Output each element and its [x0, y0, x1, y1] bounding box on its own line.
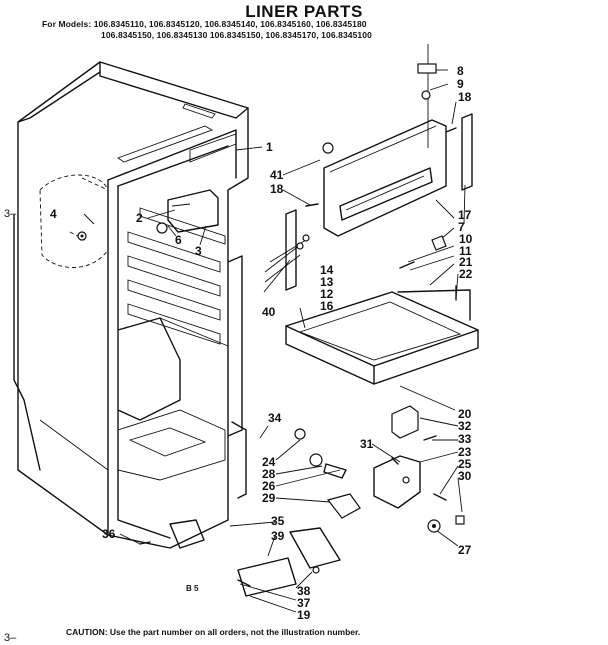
door-liner-panel	[323, 119, 447, 237]
callout-40: 40	[262, 305, 276, 319]
callout-19: 19	[297, 608, 311, 622]
callout-17: 17	[458, 208, 472, 222]
part-13-piece	[296, 242, 304, 250]
callout-37: 37	[297, 596, 311, 610]
callout-26: 26	[262, 479, 276, 493]
callout-21: 21	[459, 255, 473, 269]
callout-35: 35	[271, 514, 285, 528]
left-door-strip	[285, 209, 297, 291]
callout-36: 36	[102, 527, 116, 541]
callout-25: 25	[458, 457, 472, 471]
side-page-marker: 3–	[4, 208, 17, 220]
liner-cabinet	[17, 61, 249, 549]
callout-11: 11	[459, 244, 472, 258]
callout-3: 3	[195, 244, 202, 258]
callout-38: 38	[297, 584, 311, 598]
callout-9: 9	[457, 77, 464, 91]
right-door-strip	[461, 113, 473, 191]
callout-23: 23	[458, 445, 472, 459]
callout-39: 39	[271, 529, 285, 543]
callout-34: 34	[268, 411, 282, 425]
crisper-shelf-frame	[285, 289, 479, 385]
callout-8: 8	[457, 64, 464, 78]
callout-7: 7	[458, 220, 465, 234]
callout-12: 12	[320, 287, 334, 301]
lower-right-parts	[294, 405, 465, 533]
callout-1: 1	[266, 140, 273, 154]
callout-13: 13	[320, 275, 334, 289]
callout-28: 28	[262, 467, 276, 481]
callout-20: 20	[458, 407, 472, 421]
caution-note: CAUTION: Use the part number on all orde…	[66, 627, 361, 637]
callout-24: 24	[262, 455, 276, 469]
diagram-title: LINER PARTS	[245, 2, 363, 21]
callout-16: 16	[320, 299, 334, 313]
callout-10: 10	[459, 232, 473, 246]
callout-29: 29	[262, 491, 276, 505]
callout-30: 30	[458, 469, 472, 483]
callout-2: 2	[136, 211, 143, 225]
model-list-line-2: 106.8345150, 106.8345130 106.8345150, 10…	[101, 30, 372, 40]
leader-lines	[83, 44, 466, 613]
callout-27: 27	[458, 543, 472, 557]
callout-18-upper: 18	[458, 90, 472, 104]
callout-22: 22	[459, 267, 473, 281]
callout-41: 41	[270, 168, 284, 182]
cabinet-edge-line	[13, 214, 41, 471]
callout-4: 4	[50, 207, 57, 221]
model-list-line-1: For Models: 106.8345110, 106.8345120, 10…	[42, 19, 367, 29]
small-parts	[77, 63, 457, 301]
callout-33: 33	[458, 432, 472, 446]
callout-6: 6	[175, 233, 182, 247]
part-14-piece	[302, 234, 310, 242]
callout-18-left: 18	[270, 182, 284, 196]
page-marker: 3–	[4, 632, 17, 644]
callout-14: 14	[320, 263, 334, 277]
bottom-parts	[139, 421, 341, 597]
callout-31: 31	[360, 437, 374, 451]
callout-32: 32	[458, 419, 472, 433]
figure-code-label: B 5	[186, 584, 199, 593]
